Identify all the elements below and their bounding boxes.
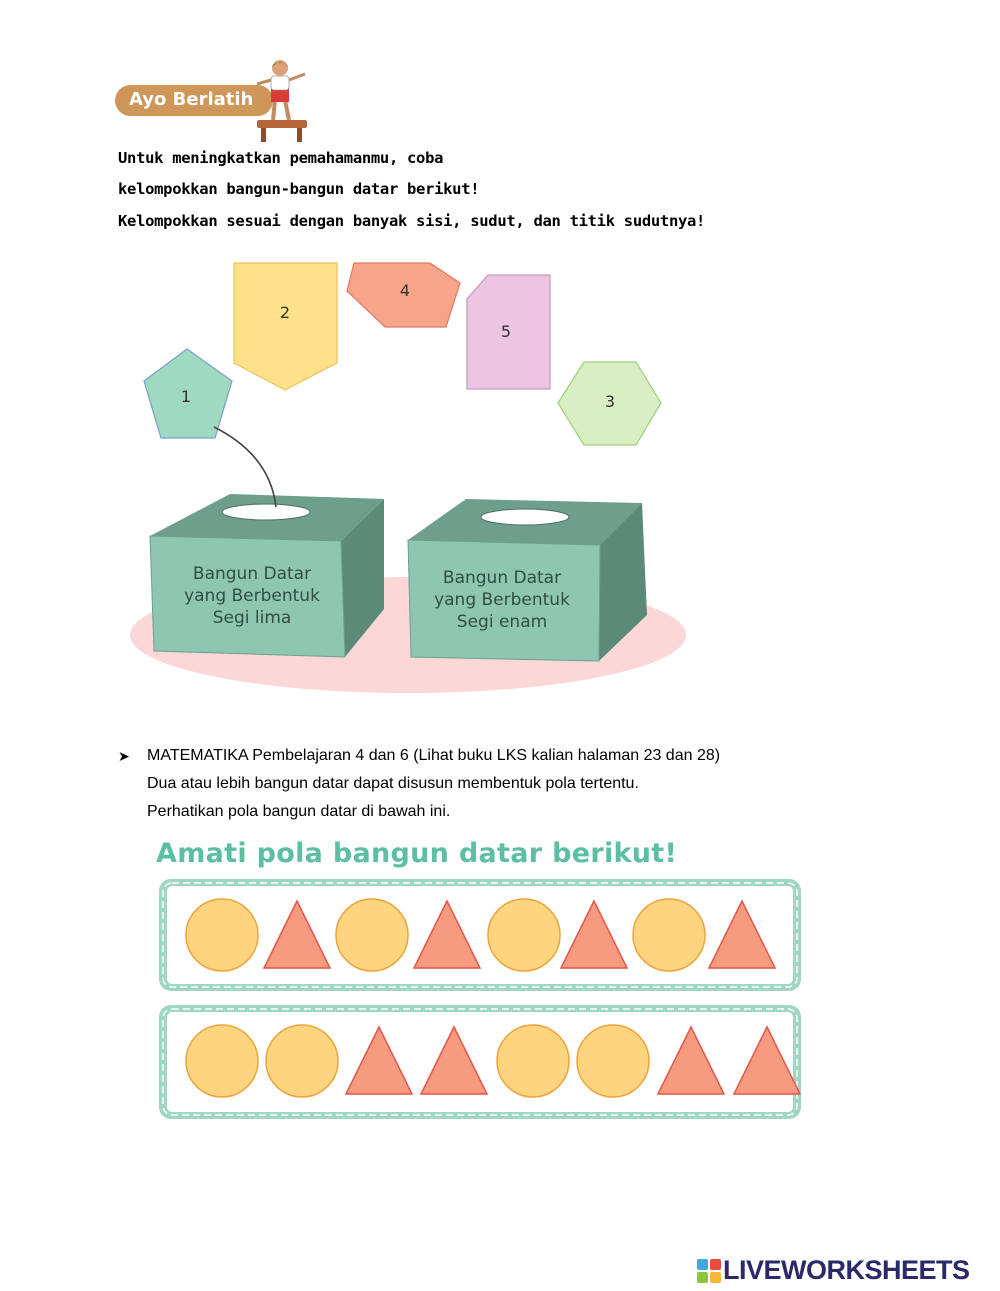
liveworksheets-logo-icon: [697, 1259, 721, 1283]
pattern-row-1-triangle-4: [412, 899, 482, 969]
shape-3-label: 3: [605, 392, 615, 411]
box-segi-enam: Bangun Datar yang Berbentuk Segi enam: [407, 499, 647, 662]
box-1-line-2: yang Berbentuk: [184, 586, 320, 606]
instruction-line-1: Untuk meningkatkan pemahamanmu, coba: [118, 149, 444, 167]
box-2-line-3: Segi enam: [457, 612, 547, 632]
box-2-slot: [480, 508, 570, 526]
pattern-row-1-triangle-6: [559, 899, 629, 969]
shape-4-hexagon: 4: [346, 262, 461, 328]
shape-3-hexagon: 3: [557, 361, 662, 446]
shape-2-label: 2: [280, 303, 290, 322]
pattern-row-2-circle-1: [185, 1024, 259, 1098]
bullet-line-3: Perhatikan pola bangun datar di bawah in…: [147, 803, 451, 820]
box-1-line-3: Segi lima: [213, 608, 292, 628]
box-2-line-1: Bangun Datar: [443, 568, 561, 588]
instruction-line-3: Kelompokkan sesuai dengan banyak sisi, s…: [118, 212, 706, 230]
kid-on-bench-illustration: [256, 60, 307, 142]
pattern-row-1-circle-5: [487, 898, 561, 972]
shape-5-pentagon: 5: [466, 274, 551, 390]
pattern-row-2-triangle-4: [419, 1025, 489, 1095]
pattern-row-1-triangle-2: [262, 899, 332, 969]
instruction-line-2: kelompokkan bangun-bangun datar berikut!: [118, 180, 480, 198]
shapes-sorting-illustration: 2 4 5 1 3 Bangun Datar yang Berbentuk Se…: [130, 262, 686, 693]
logo-text: LIVEWORKSHEETS: [723, 1255, 970, 1285]
pattern-row-1-triangle-8: [707, 899, 777, 969]
pattern-row-2-circle-6: [576, 1024, 650, 1098]
pattern-row-1-circle-1: [185, 898, 259, 972]
bullet-line-1: MATEMATIKA Pembelajaran 4 dan 6 (Lihat b…: [147, 747, 721, 764]
shape-4-label: 4: [400, 281, 410, 300]
bullet-line-2: Dua atau lebih bangun datar dapat disusu…: [147, 775, 639, 792]
pattern-row-2-triangle-3: [344, 1025, 414, 1095]
shape-1-pentagon: 1: [143, 348, 233, 439]
box-1-slot: [221, 503, 311, 521]
pattern-row-2-circle-2: [265, 1024, 339, 1098]
arrow-bullet-icon: ➤: [118, 749, 130, 765]
shape-2-pentagon: 2: [233, 262, 338, 391]
shape-1-label: 1: [181, 387, 191, 406]
pattern-row-1-circle-3: [335, 898, 409, 972]
box-2-line-2: yang Berbentuk: [434, 590, 570, 610]
pattern-row-1-circle-7: [632, 898, 706, 972]
box-segi-lima: Bangun Datar yang Berbentuk Segi lima: [149, 494, 384, 658]
pattern-row-2-circle-5: [496, 1024, 570, 1098]
pattern-row-2-triangle-7: [656, 1025, 726, 1095]
section-header: Ayo Berlatih: [115, 58, 315, 148]
pattern-row-2-triangle-8: [732, 1025, 802, 1095]
box-1-line-1: Bangun Datar: [193, 564, 311, 584]
liveworksheets-logo: LIVEWORKSHEETS: [697, 1255, 997, 1287]
badge-label: Ayo Berlatih: [129, 89, 254, 110]
pattern-rows: [159, 879, 802, 1119]
pattern-row-1: [185, 898, 777, 972]
drop-arrow-line: [213, 426, 277, 508]
shape-5-label: 5: [501, 322, 511, 341]
ayo-berlatih-badge: Ayo Berlatih: [115, 85, 273, 116]
pattern-title: Amati pola bangun datar berikut!: [156, 838, 678, 869]
pattern-row-2: [185, 1024, 802, 1098]
